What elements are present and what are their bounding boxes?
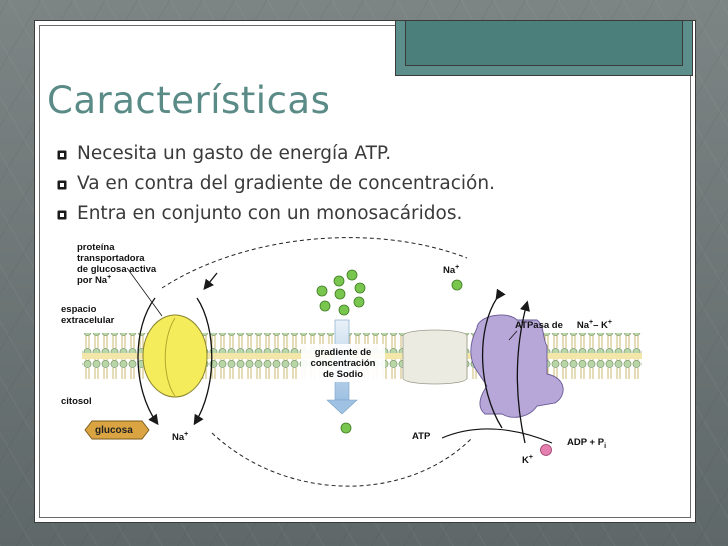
label-protein-line1: proteína	[77, 242, 115, 253]
sodium-glucose-cotransport-diagram: proteína transportadora de glucosa activ…	[61, 237, 642, 487]
label-cytosol: citosol	[61, 396, 92, 407]
potassium-ion	[540, 444, 552, 456]
glucose-molecule: glucosa	[84, 420, 150, 440]
label-gradient-line3: de Sodio	[323, 369, 363, 380]
label-protein-line2: transportadora	[77, 253, 145, 264]
ion-channel-protein	[402, 329, 468, 385]
label-extracellular-line2: extracelular	[61, 315, 115, 326]
label-atp: ATP	[412, 431, 431, 442]
slide: Características Necesita un gasto de ene…	[34, 20, 696, 523]
sodium-cycle-dashed-path-bottom	[211, 432, 473, 487]
label-na-bottom: Na+	[172, 431, 188, 443]
slide-title: Características	[47, 79, 331, 122]
label-protein-line3: de glucosa activa	[77, 264, 157, 275]
bullet-item: Entra en conjunto con un monosacáridos.	[57, 199, 495, 229]
bullet-list: Necesita un gasto de energía ATP. Va en …	[57, 139, 495, 229]
glucose-transporter-protein	[142, 314, 208, 398]
label-gradient-line1: gradiente de	[315, 347, 372, 358]
bullet-icon	[57, 150, 67, 160]
bullet-item: Va en contra del gradiente de concentrac…	[57, 169, 495, 199]
sodium-cycle-dashed-path	[161, 237, 468, 289]
label-adp-pi: ADP + Pi	[567, 437, 606, 450]
sodium-ions	[316, 269, 463, 434]
bullet-icon	[57, 210, 67, 220]
bullet-text: Va en contra del gradiente de concentrac…	[77, 173, 495, 194]
concentration-gradient-arrow: gradiente de concentración de Sodio	[301, 319, 385, 415]
label-protein-line4: por Na+	[77, 274, 111, 286]
bullet-text: Entra en conjunto con un monosacáridos.	[77, 203, 463, 224]
accent-block-inner	[405, 21, 683, 66]
label-na-top: Na+	[443, 264, 459, 276]
label-gradient-line2: concentración	[311, 358, 376, 369]
label-k: K+	[522, 454, 533, 466]
bullet-icon	[57, 180, 67, 190]
bullet-text: Necesita un gasto de energía ATP.	[77, 143, 392, 164]
bullet-item: Necesita un gasto de energía ATP.	[57, 139, 495, 169]
label-extracellular-line1: espacio	[61, 304, 97, 315]
label-glucose: glucosa	[95, 425, 133, 436]
